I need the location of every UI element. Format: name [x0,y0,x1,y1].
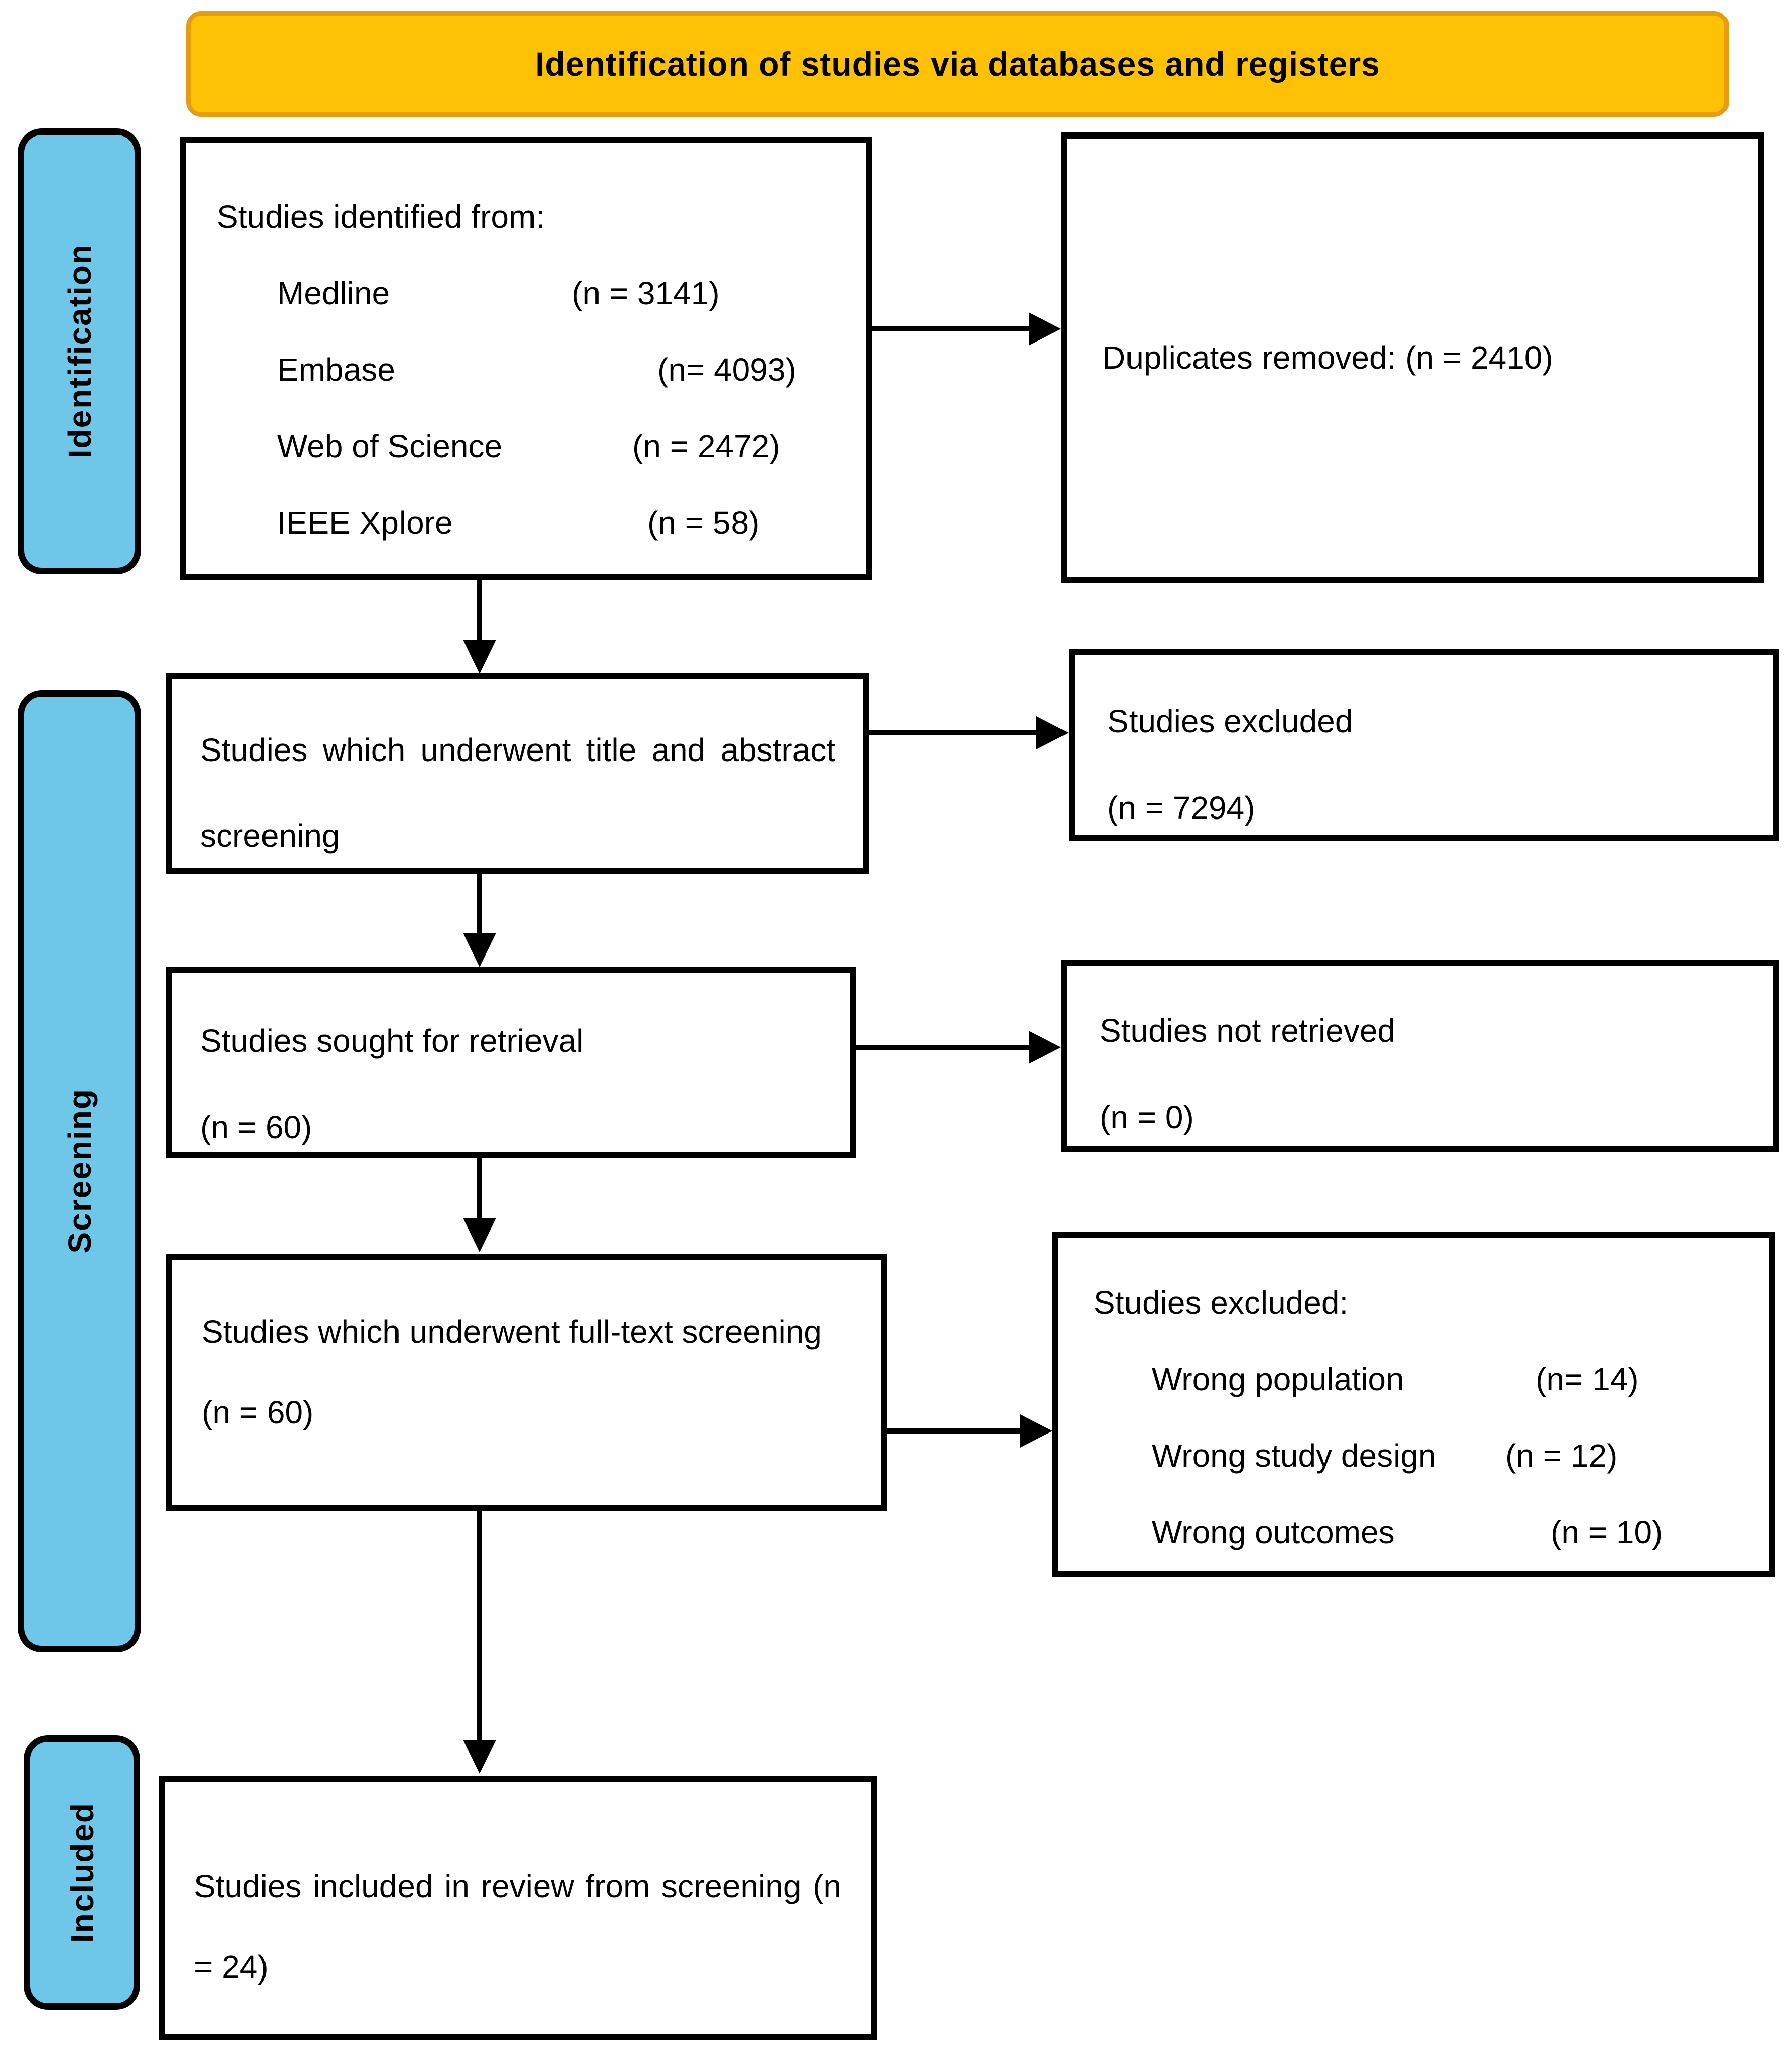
box-studies-identified: Studies identified from: Medline (n = 31… [180,137,872,580]
box-studies-not-retrieved: Studies not retrieved (n = 0) [1061,960,1779,1152]
source-count: (n = 58) [647,505,760,541]
banner: Identification of studies via databases … [186,11,1729,117]
title-abstract-text: Studies which underwent title and abstra… [200,732,835,854]
source-name: Medline [277,275,390,311]
studies-identified-title: Studies identified from: [217,198,545,235]
reason-name: Wrong population [1152,1361,1404,1397]
box-studies-excluded-fulltext: Studies excluded: Wrong population (n= 1… [1052,1232,1775,1577]
fulltext-count: (n = 60) [202,1394,314,1430]
stage-identification-label: Identification [61,244,98,459]
source-name: Web of Science [277,428,503,464]
reason-count: (n= 14) [1536,1361,1639,1397]
source-row-embase: Embase (n= 4093) [277,331,838,408]
studies-excluded-line1: Studies excluded [1107,703,1353,739]
box-sought-for-retrieval: Studies sought for retrieval (n = 60) [166,967,856,1158]
box-title-abstract-screening: Studies which underwent title and abstra… [166,673,869,874]
not-retrieved-line1: Studies not retrieved [1100,1012,1396,1049]
source-count: (n= 4093) [657,352,797,388]
excluded-fulltext-title: Studies excluded: [1094,1284,1349,1321]
fulltext-text: Studies which underwent full-text screen… [202,1314,822,1350]
box-duplicates-removed: Duplicates removed: (n = 2410) [1061,132,1764,583]
box-included-in-review: Studies included in review from screenin… [159,1776,877,2040]
not-retrieved-line2: (n = 0) [1100,1099,1194,1135]
sought-line1: Studies sought for retrieval [200,1022,584,1059]
stage-screening: Screening [18,690,141,1652]
reason-count: (n = 12) [1505,1438,1618,1474]
source-row-ieee-xplore: IEEE Xplore (n = 58) [277,485,838,561]
stage-included-label: Included [63,1802,100,1943]
box-fulltext-screening: Studies which underwent full-text screen… [166,1254,887,1511]
sought-line2: (n = 60) [200,1109,312,1145]
reason-row-outcomes: Wrong outcomes (n = 10) [1152,1494,1739,1571]
reason-name: Wrong study design [1152,1438,1436,1474]
banner-title: Identification of studies via databases … [535,45,1380,83]
source-row-medline: Medline (n = 3141) [277,255,838,331]
box-studies-excluded-screening: Studies excluded (n = 7294) [1069,649,1779,841]
duplicates-removed-text: Duplicates removed: (n = 2410) [1102,339,1553,376]
reason-row-population: Wrong population (n= 14) [1152,1341,1739,1417]
reason-name: Wrong outcomes [1152,1514,1395,1550]
source-name: Embase [277,352,395,388]
stage-included: Included [24,1735,140,2010]
stage-screening-label: Screening [61,1088,98,1254]
studies-excluded-line2: (n = 7294) [1107,790,1255,826]
reason-count: (n = 10) [1551,1514,1663,1550]
source-name: IEEE Xplore [277,505,453,541]
source-row-web-of-science: Web of Science (n = 2472) [277,408,838,485]
source-count: (n = 2472) [632,428,780,464]
stage-identification: Identification [18,128,141,574]
reason-row-study-design: Wrong study design (n = 12) [1152,1417,1739,1494]
source-count: (n = 3141) [572,275,720,311]
included-text: Studies included in review from screenin… [194,1868,841,1985]
